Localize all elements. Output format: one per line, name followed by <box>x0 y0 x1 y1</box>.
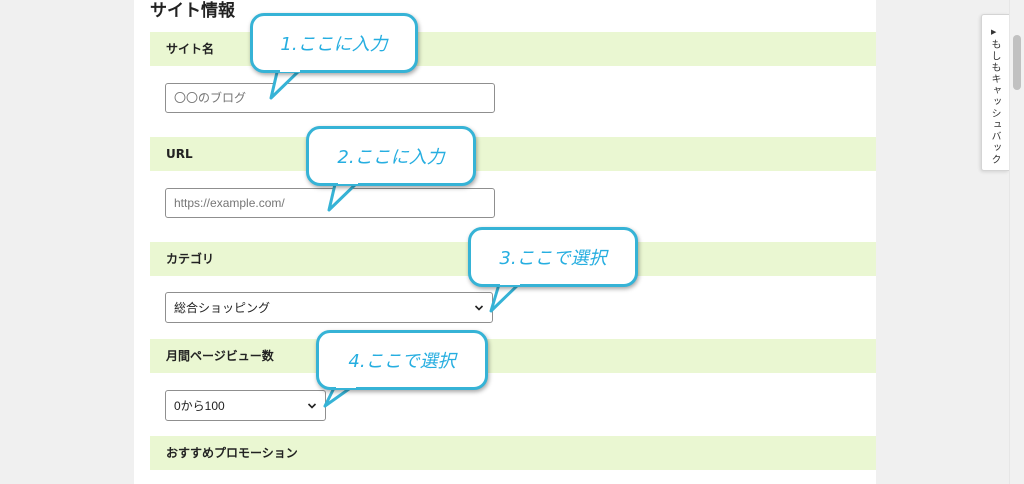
chevron-down-icon <box>474 304 484 311</box>
url-label: URL <box>150 137 876 171</box>
callout-2-text: 2.ここに入力 <box>337 147 445 168</box>
callout-tail-cover <box>336 382 356 388</box>
play-arrow-icon: ▶ <box>991 28 997 36</box>
pageviews-select[interactable]: 0から100 <box>165 390 326 421</box>
callout-1: 1.ここに入力 <box>250 13 418 73</box>
callout-3: 3.ここで選択 <box>468 227 638 287</box>
promotion-label: おすすめプロモーション <box>150 436 876 470</box>
pageviews-selected-value: 0から100 <box>174 399 225 413</box>
callout-4-text: 4.ここで選択 <box>348 351 456 372</box>
cashback-side-tab[interactable]: ▶ もしもキャッシュバック <box>981 14 1009 171</box>
category-select[interactable]: 総合ショッピング <box>165 292 493 323</box>
category-selected-value: 総合ショッピング <box>174 301 271 315</box>
page-title: サイト情報 <box>150 1 235 21</box>
callout-2: 2.ここに入力 <box>306 126 476 186</box>
callout-4: 4.ここで選択 <box>316 330 488 390</box>
page-scrollbar[interactable] <box>1009 0 1024 484</box>
callout-tail-cover <box>280 66 300 72</box>
chevron-down-icon <box>307 402 317 409</box>
callout-tail-cover <box>500 279 520 285</box>
callout-tail-cover <box>338 178 358 184</box>
callout-1-text: 1.ここに入力 <box>280 34 388 55</box>
pageviews-label: 月間ページビュー数 <box>150 339 876 373</box>
cashback-tab-label: もしもキャッシュバック <box>989 39 1000 166</box>
callout-3-text: 3.ここで選択 <box>499 248 607 269</box>
site-name-input[interactable] <box>165 83 495 113</box>
scrollbar-thumb[interactable] <box>1013 35 1021 90</box>
